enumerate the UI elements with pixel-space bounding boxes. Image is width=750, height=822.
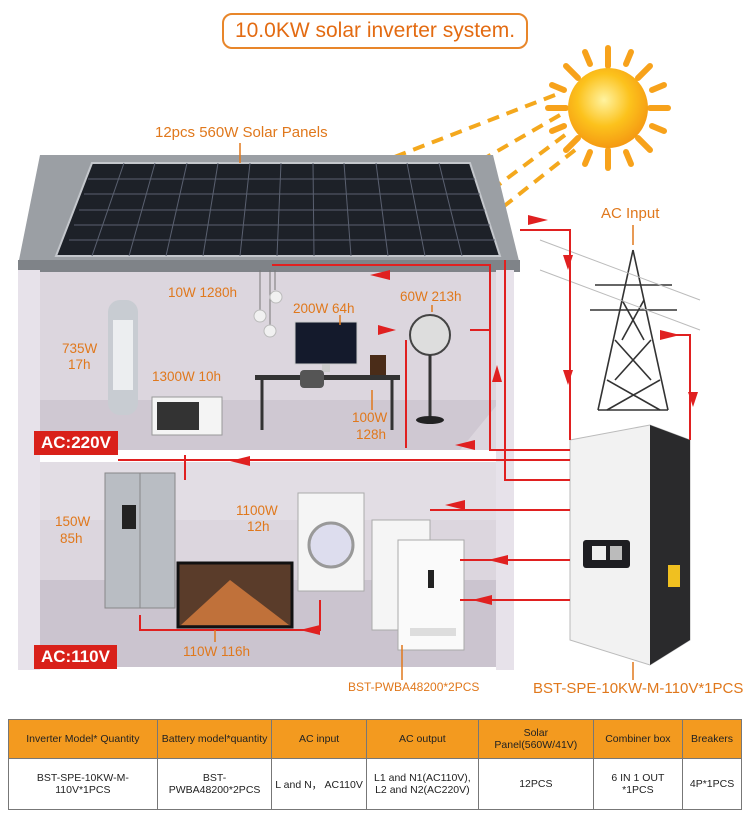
system-illustration [18, 45, 701, 680]
table-cell: 4P*1PCS [682, 758, 742, 810]
table-header-row: Inverter Model* Quantity Battery model*q… [8, 719, 742, 759]
table-cell: 6 IN 1 OUT *1PCS [592, 758, 684, 810]
microwave-image [151, 396, 223, 436]
battery-model-label: BST-PWBA48200*2PCS [348, 680, 480, 694]
wire-arrows [230, 215, 698, 635]
fan-load-label: 60W 213h [400, 289, 462, 304]
ceiling-lights-icon [253, 270, 283, 338]
table-cell: L and N， AC110V [271, 758, 367, 810]
ac-input-label: AC Input [601, 205, 660, 222]
standing-fan-image [409, 314, 451, 424]
tower-fan-power-label: 735W [62, 341, 98, 356]
tv-load-label: 110W 116h [183, 644, 251, 659]
wiring [118, 229, 691, 631]
table-header-cell: Inverter Model* Quantity [8, 719, 158, 759]
battery-image [371, 519, 465, 651]
speaker-hours-label: 128h [356, 427, 387, 442]
table-header-cell: Breakers [682, 719, 742, 759]
television-image [176, 561, 294, 629]
solar-panels-label: 12pcs 560W Solar Panels [155, 124, 328, 141]
speaker-power-label: 100W [352, 410, 388, 425]
tower-fan-image [108, 300, 138, 415]
solar-panel-array [54, 143, 502, 257]
table-header-cell: AC input [271, 719, 367, 759]
washer-power-label: 1100W [236, 503, 278, 518]
inverter-model-label: BST-SPE-10KW-M-110V*1PCS [533, 680, 744, 697]
inverter-image [569, 424, 691, 666]
washer-hours-label: 12h [247, 519, 270, 534]
table-cell: BST-SPE-10KW-M-110V*1PCS [8, 758, 158, 810]
table-header-cell: Solar Panel(560W/41V) [478, 719, 594, 759]
table-cell: 12PCS [478, 758, 594, 810]
table-header-cell: AC output [365, 719, 480, 759]
page-title: 10.0KW solar inverter system. [222, 13, 528, 49]
lights-load-label: 10W 1280h [168, 285, 238, 300]
washing-machine-image [297, 492, 365, 592]
tower-fan-hours-label: 17h [68, 357, 91, 372]
refrigerator-image [104, 472, 176, 609]
table-row: BST-SPE-10KW-M-110V*1PCS BST-PWBA48200*2… [8, 758, 742, 810]
fridge-power-label: 150W [55, 514, 91, 529]
title-text: 10.0KW solar inverter system. [234, 19, 516, 42]
table-header-cell: Combiner box [592, 719, 684, 759]
ac-110v-tag: AC:110V [34, 645, 117, 669]
table-cell: L1 and N1(AC110V), L2 and N2(AC220V) [365, 758, 480, 810]
desk-computer-image [255, 321, 400, 430]
spec-table: Inverter Model* Quantity Battery model*q… [8, 719, 742, 810]
power-tower-icon [539, 239, 701, 411]
microwave-load-label: 1300W 10h [152, 369, 222, 384]
computer-load-label: 200W 64h [293, 301, 355, 316]
sun-icon [545, 45, 671, 171]
fridge-hours-label: 85h [60, 531, 83, 546]
table-cell: BST-PWBA48200*2PCS [156, 758, 273, 810]
ac-220v-tag: AC:220V [34, 431, 118, 455]
table-header-cell: Battery model*quantity [156, 719, 273, 759]
